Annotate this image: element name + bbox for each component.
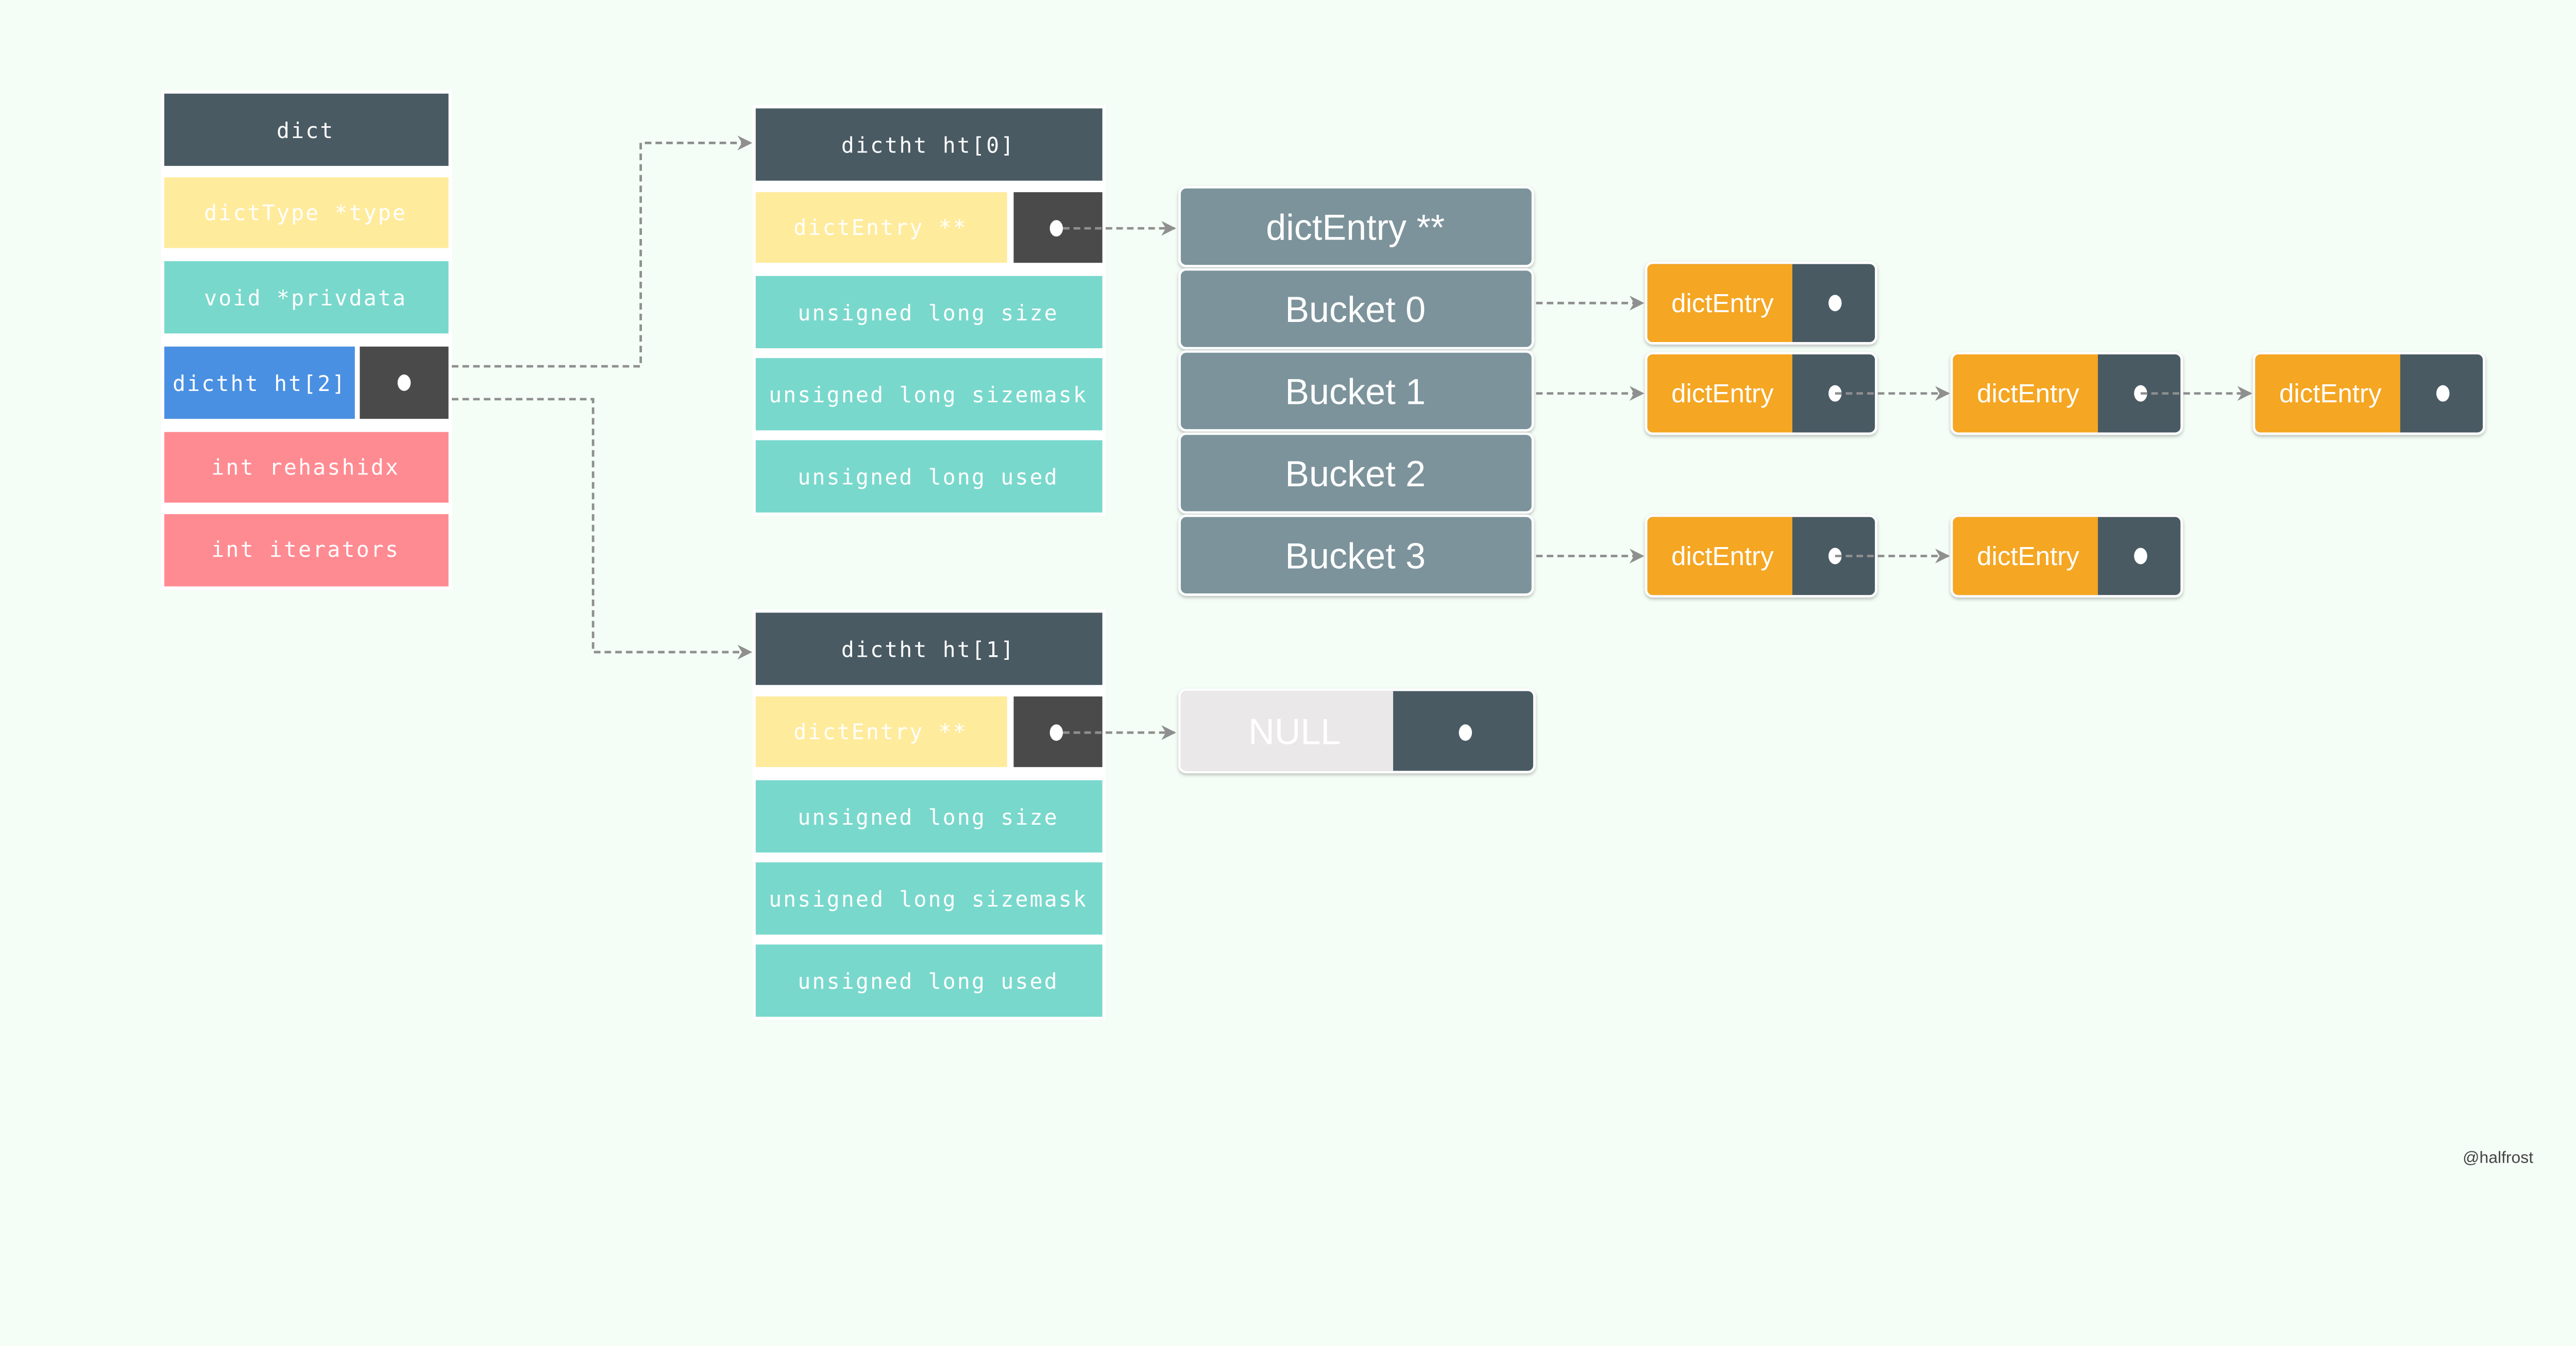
pointer-dot-icon: [2436, 385, 2450, 402]
dict-entry-node: dictEntry: [2252, 352, 2485, 435]
ht1-size: unsigned long size: [798, 805, 1058, 830]
pointer-dot-icon: [2134, 385, 2147, 402]
link-ht1: [451, 398, 753, 660]
dict-header: [164, 93, 449, 166]
null-label: NULL: [1248, 711, 1341, 752]
dict-title: dict: [277, 118, 335, 143]
entry-key-cell: [1647, 354, 1792, 433]
null-entry: NULL: [1178, 688, 1536, 774]
bucket-3: Bucket 3: [1285, 535, 1426, 576]
dict-diagram: dict dictType *type void *privdata dicth…: [161, 90, 2533, 1167]
entry-label: dictEntry: [2279, 379, 2382, 408]
pointer-dot-icon: [1459, 724, 1472, 741]
ht1-title: dictht ht[1]: [841, 638, 1015, 662]
field-ht: [164, 346, 355, 419]
ht1-struct: dictht ht[1] dictEntry ** unsigned long …: [752, 609, 1106, 1020]
entry-label: dictEntry: [1671, 288, 1774, 318]
dict-entry-node: dictEntry: [1645, 352, 1877, 435]
ht1-table-label: dictEntry **: [793, 720, 968, 744]
ht0-table-label: dictEntry **: [793, 215, 968, 240]
entry-key-cell: [2255, 354, 2400, 433]
entry-label: dictEntry: [1671, 541, 1774, 571]
link-ht0: [451, 135, 753, 368]
entry-label: dictEntry: [1671, 379, 1774, 408]
bucket-1: Bucket 1: [1285, 371, 1426, 412]
pointer-links: [451, 135, 1176, 740]
entry-label: dictEntry: [1977, 541, 2079, 571]
field-privdata-label: void *privdata: [204, 286, 407, 311]
entry-key-cell: [1647, 264, 1792, 343]
bucket-2: Bucket 2: [1285, 453, 1426, 494]
ht0-title: dictht ht[0]: [841, 133, 1015, 158]
dict-entry-node: dictEntry: [1950, 352, 2183, 435]
ht1-sizemask: unsigned long sizemask: [769, 887, 1088, 912]
entry-key-cell: [1953, 517, 2098, 595]
dict-entries: dictEntry dictEntry dictEntry dictEntry dict…: [1645, 261, 2485, 598]
bucket-array: dictEntry ** Bucket 0 Bucket 1 Bucket 2 …: [1178, 186, 1534, 596]
ht0-size: unsigned long size: [798, 301, 1058, 326]
ht0-used: unsigned long used: [798, 465, 1058, 490]
ht0-struct: dictht ht[0] dictEntry ** unsigned long …: [752, 105, 1106, 516]
dict-struct: dict dictType *type void *privdata dicth…: [161, 90, 452, 590]
field-iterators-label: int iterators: [211, 537, 400, 562]
dict-entry-node: dictEntry: [1645, 261, 1877, 345]
field-iterators: [164, 514, 449, 587]
bucket-header: dictEntry **: [1266, 207, 1445, 248]
dict-entry-node: dictEntry: [1645, 514, 1877, 598]
entry-key-cell: [1647, 517, 1792, 595]
entry-label: dictEntry: [1977, 379, 2079, 408]
pointer-dot-icon: [2134, 548, 2147, 565]
watermark: @halfrost: [2463, 1148, 2533, 1167]
bucket-0: Bucket 0: [1285, 289, 1426, 330]
dict-entry-node: dictEntry: [1950, 514, 2183, 598]
ht1-used: unsigned long used: [798, 969, 1058, 994]
field-type-label: dictType *type: [204, 200, 407, 225]
ht0-sizemask: unsigned long sizemask: [769, 383, 1088, 407]
pointer-dot-icon: [1049, 220, 1063, 237]
pointer-dot-icon: [1049, 724, 1063, 741]
chain-links: [1536, 295, 2252, 564]
field-rehashidx-label: int rehashidx: [211, 455, 400, 480]
field-ht-label: dictht ht[2]: [173, 371, 347, 396]
field-privdata: [164, 261, 449, 334]
entry-key-cell: [1953, 354, 2098, 433]
pointer-dot-icon: [397, 374, 411, 391]
pointer-dot-icon: [1828, 295, 1842, 312]
field-rehashidx: [164, 432, 449, 503]
field-type: [164, 177, 449, 248]
